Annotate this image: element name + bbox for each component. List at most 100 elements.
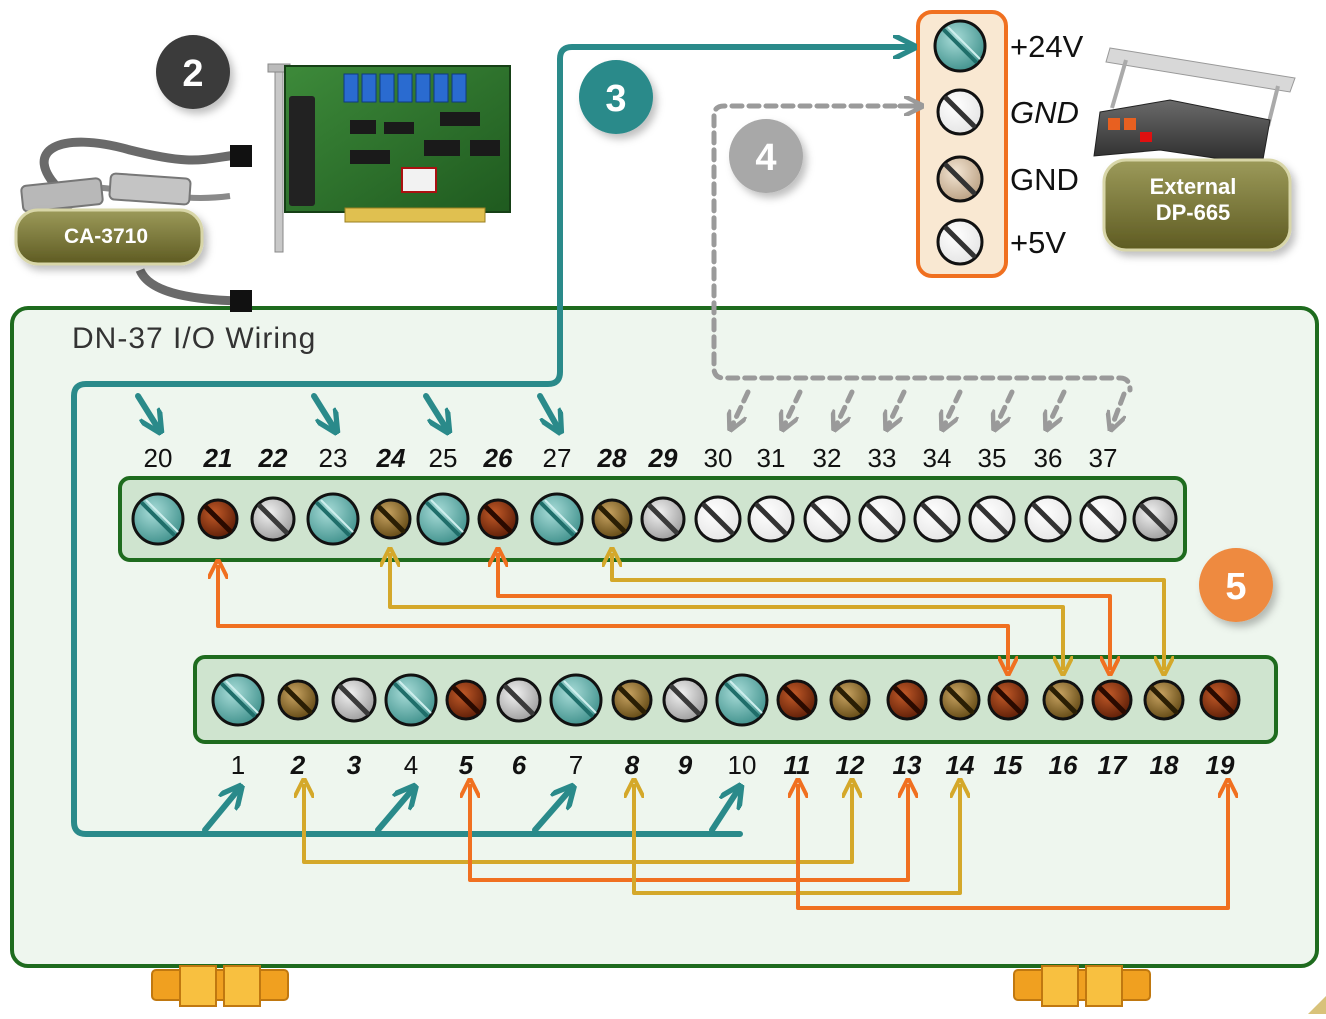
terminal-28 xyxy=(591,498,633,540)
terminal-26 xyxy=(477,498,519,540)
terminal-22 xyxy=(250,496,296,542)
pin-label-36: 36 xyxy=(1034,443,1063,473)
wire-loopback-group xyxy=(218,553,1228,910)
terminal-12 xyxy=(829,679,871,721)
terminal-33 xyxy=(858,495,906,543)
power-supply-image xyxy=(1093,47,1296,252)
power-terminal-4 xyxy=(936,218,984,266)
step-badge-4-label: 4 xyxy=(755,137,776,179)
terminal-9 xyxy=(662,677,708,723)
terminal-21 xyxy=(197,498,239,540)
power-terminal-label-4: +5V xyxy=(1010,225,1066,260)
corner-tab xyxy=(1308,996,1326,1014)
power-terminal-2 xyxy=(936,88,984,136)
power-terminal-label-2: GND xyxy=(1010,95,1079,130)
pin-label-33: 33 xyxy=(868,443,897,473)
board-title: DN-37 I/O Wiring xyxy=(72,322,316,355)
terminal-20 xyxy=(131,492,185,546)
terminal-27 xyxy=(530,492,584,546)
terminal-31 xyxy=(747,495,795,543)
terminal-30 xyxy=(694,495,742,543)
pin-label-17: 17 xyxy=(1098,750,1128,780)
terminal-5 xyxy=(445,679,487,721)
terminal-10 xyxy=(715,673,769,727)
pin-label-18: 18 xyxy=(1150,750,1179,780)
pin-label-10: 10 xyxy=(728,750,757,780)
pin-label-34: 34 xyxy=(923,443,952,473)
terminal-15 xyxy=(987,679,1029,721)
pin-label-28: 28 xyxy=(597,443,627,473)
terminal-end xyxy=(1132,496,1178,542)
pci-card-image xyxy=(267,63,511,253)
pin-label-8: 8 xyxy=(625,750,640,780)
pin-label-22: 22 xyxy=(258,443,288,473)
pin-label-24: 24 xyxy=(376,443,406,473)
pin-label-20: 20 xyxy=(144,443,173,473)
terminal-14 xyxy=(939,679,981,721)
pin-label-19: 19 xyxy=(1206,750,1235,780)
power-terminal-1 xyxy=(933,19,987,73)
pin-label-3: 3 xyxy=(347,750,362,780)
power-terminal-label-3: GND xyxy=(1010,162,1079,197)
pin-label-23: 23 xyxy=(319,443,348,473)
terminal-11 xyxy=(776,679,818,721)
terminal-8 xyxy=(611,679,653,721)
cable-ca3710 xyxy=(14,137,252,312)
step-badge-3-label: 3 xyxy=(605,78,626,120)
pin-label-26: 26 xyxy=(483,443,513,473)
pin-label-31: 31 xyxy=(757,443,786,473)
din-clip-left xyxy=(151,965,289,1007)
power-label-line2: DP-665 xyxy=(1156,200,1231,225)
din-clip-right xyxy=(1013,965,1151,1007)
pin-label-32: 32 xyxy=(813,443,842,473)
terminal-3 xyxy=(331,677,377,723)
pin-label-30: 30 xyxy=(704,443,733,473)
pin-label-27: 27 xyxy=(543,443,572,473)
pin-label-4: 4 xyxy=(404,750,418,780)
power-terminal-3 xyxy=(936,155,984,203)
step-badge-2-label: 2 xyxy=(182,53,203,95)
pin-label-9: 9 xyxy=(678,750,693,780)
step-badge-5-label: 5 xyxy=(1225,566,1246,608)
pin-label-14: 14 xyxy=(946,750,975,780)
step-badge-2 xyxy=(156,35,230,109)
power-label-line1: External xyxy=(1150,174,1237,199)
wire-gnd-group xyxy=(711,106,1133,426)
terminal-32 xyxy=(803,495,851,543)
terminal-2 xyxy=(277,679,319,721)
terminal-19 xyxy=(1199,679,1241,721)
terminal-1 xyxy=(211,673,265,727)
terminal-36 xyxy=(1024,495,1072,543)
terminal-34 xyxy=(913,495,961,543)
terminal-35 xyxy=(968,495,1016,543)
pin-label-25: 25 xyxy=(429,443,458,473)
pin-label-16: 16 xyxy=(1049,750,1078,780)
pin-label-2: 2 xyxy=(290,750,306,780)
step-badge-5 xyxy=(1199,548,1273,622)
pin-label-35: 35 xyxy=(978,443,1007,473)
terminal-4 xyxy=(384,673,438,727)
pin-label-11: 11 xyxy=(784,750,811,780)
pin-label-13: 13 xyxy=(893,750,922,780)
board-panel xyxy=(10,306,1319,968)
pin-label-1: 1 xyxy=(231,750,245,780)
terminal-6 xyxy=(496,677,542,723)
cable-label: CA-3710 xyxy=(64,225,148,248)
terminal-7 xyxy=(549,673,603,727)
pin-label-15: 15 xyxy=(994,750,1023,780)
pin-label-37: 37 xyxy=(1089,443,1118,473)
terminal-13 xyxy=(886,679,928,721)
step-badge-4 xyxy=(729,119,803,193)
pin-label-29: 29 xyxy=(648,443,678,473)
terminal-24 xyxy=(370,498,412,540)
pin-label-5: 5 xyxy=(459,750,474,780)
terminal-23 xyxy=(306,492,360,546)
terminal-17 xyxy=(1091,679,1133,721)
power-terminal-box xyxy=(916,10,1008,278)
terminal-37 xyxy=(1079,495,1127,543)
